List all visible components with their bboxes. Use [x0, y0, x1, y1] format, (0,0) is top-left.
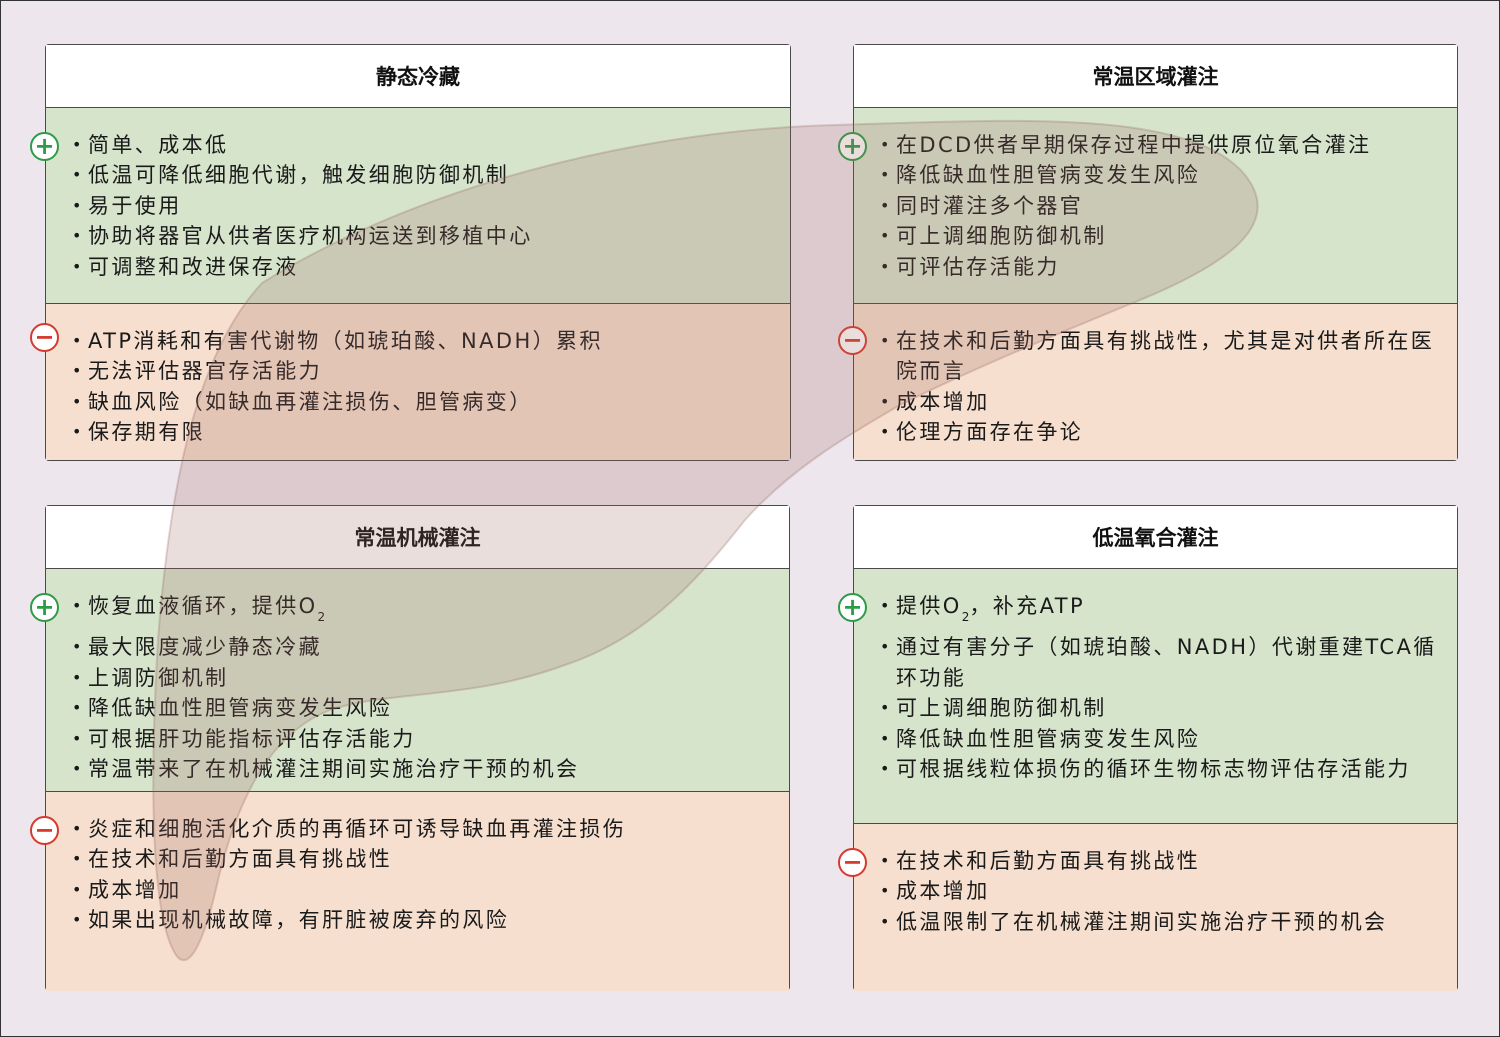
pros-section: + 提供O2，补充ATP通过有害分子（如琥珀酸、NADH）代谢重建TCA循环功能…	[854, 569, 1457, 824]
list-item: 伦理方面存在争论	[880, 417, 1447, 447]
panel-hypothermic-oxygenated-perfusion: 低温氧合灌注 + 提供O2，补充ATP通过有害分子（如琥珀酸、NADH）代谢重建…	[853, 505, 1458, 991]
panel-title: 低温氧合灌注	[854, 506, 1457, 569]
pros-list: 在DCD供者早期保存过程中提供原位氧合灌注降低缺血性胆管病变发生风险同时灌注多个…	[880, 130, 1447, 282]
cons-list: 在技术和后勤方面具有挑战性成本增加低温限制了在机械灌注期间实施治疗干预的机会	[880, 846, 1447, 937]
plus-icon: +	[838, 132, 867, 161]
list-item: 可评估存活能力	[880, 252, 1447, 282]
cons-list: ATP消耗和有害代谢物（如琥珀酸、NADH）累积无法评估器官存活能力缺血风险（如…	[72, 326, 780, 448]
item-text: ，补充ATP	[969, 594, 1085, 618]
cons-section: − ATP消耗和有害代谢物（如琥珀酸、NADH）累积无法评估器官存活能力缺血风险…	[46, 304, 790, 460]
cons-list: 在技术和后勤方面具有挑战性，尤其是对供者所在医院而言成本增加伦理方面存在争论	[880, 326, 1447, 448]
list-item: 在技术和后勤方面具有挑战性	[72, 844, 779, 874]
list-item: 在技术和后勤方面具有挑战性	[880, 846, 1447, 876]
list-item: 降低缺血性胆管病变发生风险	[72, 693, 779, 723]
panel-static-cold-storage: 静态冷藏 + 简单、成本低低温可降低细胞代谢，触发细胞防御机制易于使用协助将器官…	[45, 44, 791, 461]
list-item: 协助将器官从供者医疗机构运送到移植中心	[72, 221, 780, 251]
list-item: 提供O2，补充ATP	[880, 591, 1447, 632]
list-item: 在技术和后勤方面具有挑战性，尤其是对供者所在医院而言	[880, 326, 1447, 387]
list-item: 最大限度减少静态冷藏	[72, 632, 779, 662]
pros-list: 恢复血液循环，提供O2最大限度减少静态冷藏上调防御机制降低缺血性胆管病变发生风险…	[72, 591, 779, 784]
list-item: 同时灌注多个器官	[880, 191, 1447, 221]
minus-icon: −	[838, 848, 867, 877]
cons-section: − 在技术和后勤方面具有挑战性成本增加低温限制了在机械灌注期间实施治疗干预的机会	[854, 824, 1457, 991]
list-item: 降低缺血性胆管病变发生风险	[880, 724, 1447, 754]
panel-title: 常温机械灌注	[46, 506, 789, 569]
list-item: 成本增加	[880, 387, 1447, 417]
pros-list: 提供O2，补充ATP通过有害分子（如琥珀酸、NADH）代谢重建TCA循环功能可上…	[880, 591, 1447, 784]
list-item: 低温可降低细胞代谢，触发细胞防御机制	[72, 160, 780, 190]
list-item: 可上调细胞防御机制	[880, 221, 1447, 251]
list-item: 可调整和改进保存液	[72, 252, 780, 282]
list-item: 恢复血液循环，提供O2	[72, 591, 779, 632]
list-item: 简单、成本低	[72, 130, 780, 160]
pros-section: + 在DCD供者早期保存过程中提供原位氧合灌注降低缺血性胆管病变发生风险同时灌注…	[854, 108, 1457, 304]
panel-normothermic-machine-perfusion: 常温机械灌注 + 恢复血液循环，提供O2最大限度减少静态冷藏上调防御机制降低缺血…	[45, 505, 790, 991]
item-text: 恢复血液循环，提供O	[88, 594, 318, 618]
pros-list: 简单、成本低低温可降低细胞代谢，触发细胞防御机制易于使用协助将器官从供者医疗机构…	[72, 130, 780, 282]
list-item: 无法评估器官存活能力	[72, 356, 780, 386]
list-item: 可根据肝功能指标评估存活能力	[72, 724, 779, 754]
minus-icon: −	[838, 326, 867, 355]
list-item: ATP消耗和有害代谢物（如琥珀酸、NADH）累积	[72, 326, 780, 356]
list-item: 如果出现机械故障，有肝脏被废弃的风险	[72, 905, 779, 935]
plus-icon: +	[838, 593, 867, 622]
panel-title: 静态冷藏	[46, 45, 790, 108]
list-item: 可上调细胞防御机制	[880, 693, 1447, 723]
list-item: 常温带来了在机械灌注期间实施治疗干预的机会	[72, 754, 779, 784]
cons-section: − 在技术和后勤方面具有挑战性，尤其是对供者所在医院而言成本增加伦理方面存在争论	[854, 304, 1457, 460]
item-text: 提供O	[896, 594, 962, 618]
list-item: 易于使用	[72, 191, 780, 221]
minus-icon: −	[30, 816, 59, 845]
list-item: 降低缺血性胆管病变发生风险	[880, 160, 1447, 190]
subscript: 2	[318, 610, 326, 624]
pros-section: + 简单、成本低低温可降低细胞代谢，触发细胞防御机制易于使用协助将器官从供者医疗…	[46, 108, 790, 304]
minus-icon: −	[30, 323, 59, 352]
list-item: 通过有害分子（如琥珀酸、NADH）代谢重建TCA循环功能	[880, 632, 1447, 693]
list-item: 可根据线粒体损伤的循环生物标志物评估存活能力	[880, 754, 1447, 784]
list-item: 成本增加	[72, 875, 779, 905]
list-item: 上调防御机制	[72, 663, 779, 693]
list-item: 低温限制了在机械灌注期间实施治疗干预的机会	[880, 907, 1447, 937]
panel-normothermic-regional-perfusion: 常温区域灌注 + 在DCD供者早期保存过程中提供原位氧合灌注降低缺血性胆管病变发…	[853, 44, 1458, 461]
plus-icon: +	[30, 132, 59, 161]
pros-section: + 恢复血液循环，提供O2最大限度减少静态冷藏上调防御机制降低缺血性胆管病变发生…	[46, 569, 789, 792]
list-item: 在DCD供者早期保存过程中提供原位氧合灌注	[880, 130, 1447, 160]
list-item: 成本增加	[880, 876, 1447, 906]
list-item: 炎症和细胞活化介质的再循环可诱导缺血再灌注损伤	[72, 814, 779, 844]
plus-icon: +	[30, 593, 59, 622]
cons-list: 炎症和细胞活化介质的再循环可诱导缺血再灌注损伤在技术和后勤方面具有挑战性成本增加…	[72, 814, 779, 936]
list-item: 缺血风险（如缺血再灌注损伤、胆管病变）	[72, 387, 780, 417]
cons-section: − 炎症和细胞活化介质的再循环可诱导缺血再灌注损伤在技术和后勤方面具有挑战性成本…	[46, 792, 789, 991]
panel-title: 常温区域灌注	[854, 45, 1457, 108]
list-item: 保存期有限	[72, 417, 780, 447]
